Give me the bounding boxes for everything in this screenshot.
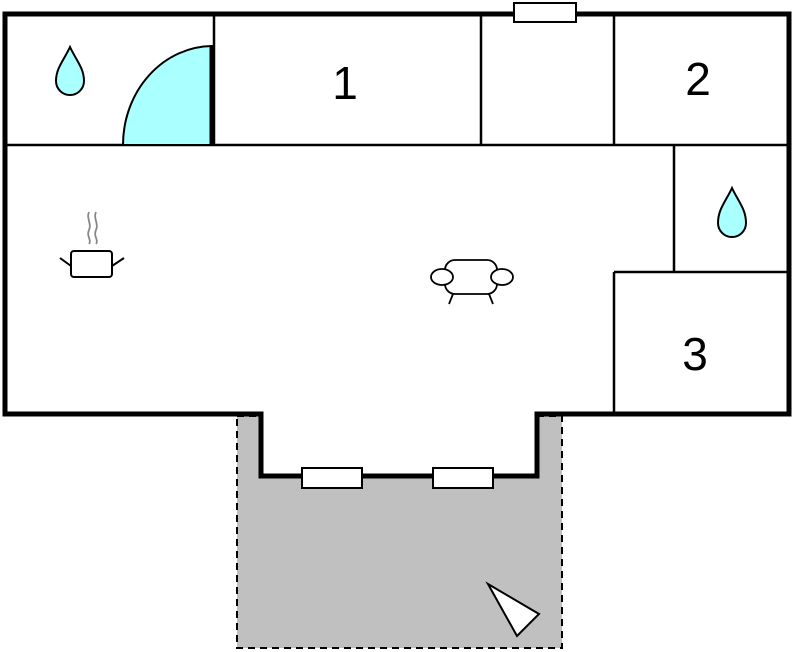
window-icon: [301, 467, 363, 489]
sofa-icon: [430, 259, 514, 305]
interior-walls: [5, 14, 789, 414]
water-drop-icon: [716, 185, 748, 238]
bay-alcove-floor: [261, 414, 537, 476]
window-icon: [513, 2, 577, 23]
room-3-label: 3: [682, 328, 708, 380]
window-icon: [432, 467, 494, 489]
outer-wall: [2, 11, 792, 479]
cooking-pot-icon: [59, 211, 125, 278]
room-1-label: 1: [332, 57, 358, 109]
north-arrow-icon: [485, 581, 541, 638]
room-2-label: 2: [685, 53, 711, 105]
water-drop-icon: [54, 44, 86, 96]
quarter-circle-shower-icon: [121, 44, 213, 146]
